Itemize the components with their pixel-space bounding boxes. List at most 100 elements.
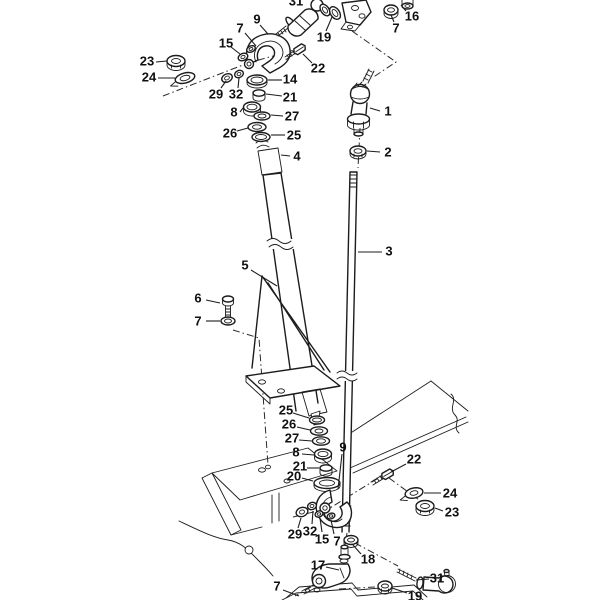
part-number-23-34: 23 [445,504,459,519]
callout-leader-19-42 [391,587,408,594]
callout-leader-19-16 [325,16,333,32]
washer-15-lower [314,510,324,518]
threaded-stud [275,25,289,37]
part-number-22-15: 22 [311,60,325,75]
bolt-22-upper [284,43,306,60]
panel-break-line [450,393,460,434]
part-number-7-24: 7 [194,313,201,328]
part-number-31-0: 31 [289,0,303,8]
fender-panel [345,380,469,474]
callout-leader-27-27 [298,439,313,442]
upper-spline-shaft [257,147,283,176]
tie-rod-end-1 [346,68,375,137]
callout-leader-6-23 [205,299,221,304]
section-hatch [201,472,242,536]
washer-29-upper [221,72,233,84]
callout-leader-22-32 [390,463,407,473]
nut-23-lower [415,499,435,516]
part-number-26-26: 26 [282,416,296,431]
cover-14 [246,74,268,89]
callout-leader-15-37 [319,517,323,533]
callout-leader-26-26 [296,426,311,431]
bracket-hole [351,5,359,11]
part-number-27-11: 27 [285,108,299,123]
part-number-29-6: 29 [209,86,223,101]
part-number-31-41: 31 [430,570,444,585]
part-number-5-22: 5 [241,257,248,272]
callout-leader-9-2 [259,24,269,35]
washer-32-upper [233,69,245,79]
mount-hole [283,478,291,484]
callout-leader-9-31 [337,453,343,490]
part-number-27-27: 27 [285,430,299,445]
column-base-plate [245,365,341,399]
upper-shift-arm [243,33,291,74]
lock-washer-24-upper [170,71,196,87]
part-number-24-5: 24 [142,69,157,84]
part-number-22-32: 22 [407,451,421,466]
part-number-24-33: 24 [443,485,458,500]
base-hole [258,379,266,385]
part-number-9-2: 9 [253,11,260,26]
callout-leader-7-43 [282,589,300,597]
cable-grommet [244,545,254,555]
crank-bolt [301,584,316,595]
mount-hole [265,464,271,470]
part-number-6-23: 6 [194,290,201,305]
lower-spline-shaft [301,388,328,417]
part-number-8-28: 8 [292,444,299,459]
tie-rod-end-top [275,0,324,37]
part-number-7-38: 7 [333,533,340,548]
callout-leader-32-7 [237,77,240,89]
arm-boss [243,58,255,70]
callout-leader-15-3 [230,46,241,55]
part-number-19-16: 19 [317,29,331,44]
callout-leader-2-20 [366,150,381,153]
part-number-21-29: 21 [293,458,307,473]
mount-bracket-top [340,0,372,32]
callout-leader-26-12 [236,127,249,132]
steering-column [245,135,341,426]
callout-leader-20-30 [301,477,314,482]
callout-leader-18-39 [352,544,362,555]
washer-7-upper [246,44,256,54]
bottom-bracket [281,582,428,600]
callout-leader-5-22 [250,269,278,287]
bushing-16 [401,0,414,10]
callout-leader-1-19 [369,107,381,112]
bushing-21-lower [319,464,333,477]
rod-break-line [336,370,358,382]
cover-20 [313,476,341,492]
bell-crank-17 [301,544,351,595]
ring-25 [251,131,271,143]
part-number-18-39: 18 [361,551,375,566]
washer-32-lower [306,501,318,511]
part-number-3-21: 3 [385,243,392,258]
washer-26 [247,121,267,133]
callout-leader-8-10 [239,107,244,113]
part-number-17-40: 17 [311,557,325,572]
callout-leader-27-11 [270,114,284,117]
bushing-21 [252,89,266,102]
part-number-29-35: 29 [288,526,302,541]
callout-leader-29-6 [220,80,227,89]
upper-stack [242,74,271,143]
part-number-25-25: 25 [279,402,293,417]
callout-leader-4-14 [280,154,291,157]
threaded-stud [362,68,375,84]
part-number-8-10: 8 [230,104,237,119]
lower-stack [308,415,341,492]
washer-15-upper [237,52,249,62]
nut-18 [343,534,359,548]
callout-leader-7-17 [390,14,395,23]
bracket-hole [358,13,366,19]
bracket-hole [347,24,353,30]
part-number-16-18: 16 [405,8,419,23]
part-number-7-43: 7 [273,578,280,593]
mount-hole [258,467,266,473]
part-number-23-4: 23 [140,53,154,68]
rod-threads-top [349,174,358,188]
crank-boss [311,573,327,589]
washer-26-lower [309,426,329,436]
part-number-7-1: 7 [236,20,243,35]
